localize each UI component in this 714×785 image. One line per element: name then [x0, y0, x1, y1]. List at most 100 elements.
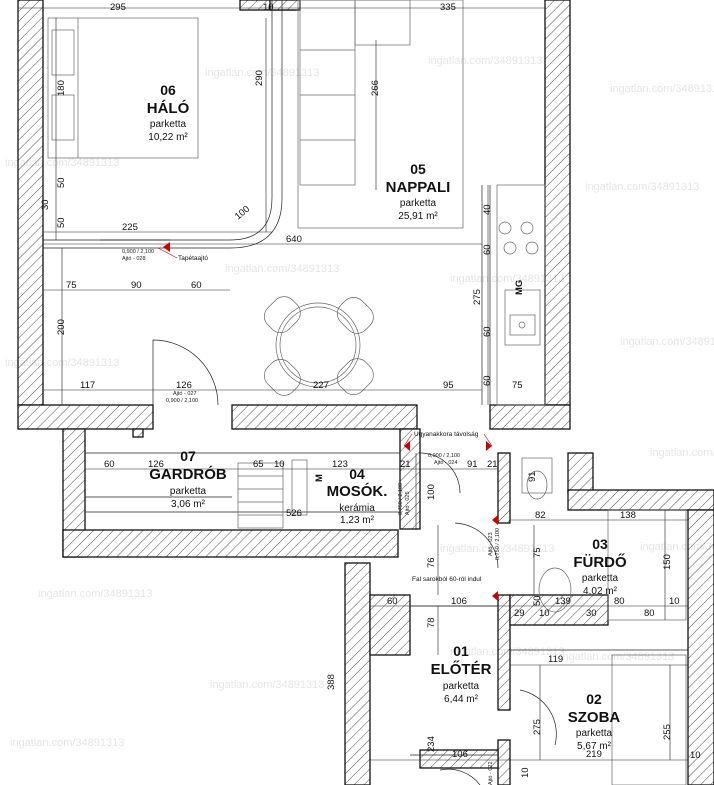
dimension-label: 10: [520, 767, 531, 778]
room-nappali: 05 NAPPALI parketta 25,91 m²: [386, 161, 451, 222]
dimension-label: 219: [586, 749, 602, 760]
dimension-label: 138: [620, 510, 636, 521]
door-025: [454, 522, 499, 569]
dimension-label: 106: [451, 596, 467, 607]
dimension-label: 295: [110, 2, 126, 13]
dimension-label: 21: [487, 459, 498, 470]
dimension-label: 75: [532, 547, 543, 558]
falsarok-note: Fal sarokból 60-ról indul: [412, 576, 482, 583]
room-furdo: 03 FÜRDŐ parketta 4,02 m²: [573, 536, 627, 597]
watermark: ingatlan.com/34891313: [610, 83, 714, 95]
room-number: 04: [349, 466, 365, 482]
dimension-label: 275: [532, 719, 543, 735]
dimension-label: 117: [80, 380, 95, 391]
room-material: parketta: [582, 573, 619, 584]
dimension-label: 227: [313, 380, 329, 391]
m-label: M: [314, 474, 325, 482]
room-material: parketta: [576, 728, 613, 739]
walls: [17, 0, 714, 785]
dimension-label: 10: [263, 2, 274, 13]
wall-entry-south: [419, 749, 499, 769]
dimension-label: 21: [400, 459, 411, 470]
room-area: 4,02 m²: [583, 586, 618, 597]
dimension-label: 10: [274, 459, 285, 470]
dimension-label: 640: [286, 234, 302, 245]
room-area: 10,22 m²: [148, 132, 188, 143]
dimension-label: 106: [452, 749, 468, 760]
watermark: ingatlan.com/34891313: [620, 336, 714, 348]
room-number: 07: [180, 448, 196, 464]
door-label: Ajtó - 024: [434, 460, 458, 466]
room-number: 06: [160, 82, 176, 98]
door-label: 0,900 / 2,100: [166, 398, 198, 404]
dimension-labels: 295 10 335 180 290 266 50 50 30 225 100 …: [40, 2, 701, 778]
chair: [336, 358, 374, 396]
room-name: NAPPALI: [386, 179, 451, 196]
door-024: [419, 452, 461, 494]
wall-south-mid: [231, 404, 418, 430]
wall-entry-east-lower: [497, 739, 511, 785]
dimension-label: 30: [586, 608, 597, 619]
watermark: ingatlan.com/34891313: [38, 588, 152, 600]
watermark: ingatlan.com/34891313: [440, 543, 554, 555]
dimension-label: 126: [176, 380, 192, 391]
room-area: 5,67 m²: [577, 741, 612, 752]
wall-south-left: [17, 404, 154, 430]
wall-bath-north: [567, 489, 714, 511]
room-number: 05: [410, 161, 426, 177]
dimension-label: 180: [56, 80, 67, 96]
door-022: [519, 689, 557, 746]
room-szoba: 02 SZOBA parketta 5,67 m²: [568, 691, 621, 752]
watermark: ingatlan.com/34891313: [225, 263, 339, 275]
annotations: MG M Tapétaajtó Ugyanakkora távolság Fal…: [122, 242, 525, 785]
wall-entry-east: [497, 594, 511, 711]
watermark: ingatlan.com/34891313: [450, 646, 564, 658]
dimension-label: 119: [548, 654, 563, 665]
room-material: parketta: [170, 486, 207, 497]
room-number: 03: [592, 536, 608, 552]
dimension-label: 60: [104, 459, 115, 470]
watermark: ingatlan.com/34891313: [650, 447, 714, 459]
dimension-label: 10: [539, 608, 550, 619]
wall-south-right: [489, 404, 571, 430]
room-area: 6,44 m²: [444, 694, 479, 705]
dimension-label: 60: [387, 596, 398, 607]
doors: [100, 239, 557, 785]
watermark: ingatlan.com/34891313: [205, 67, 319, 79]
dimension-label: 80: [614, 596, 625, 607]
wall-east-upper: [544, 0, 571, 406]
dimension-label: 91: [527, 471, 538, 482]
door-label: 0,900 / 2,100: [122, 249, 154, 255]
dimension-label: 82: [535, 510, 546, 521]
dimension-label: 150: [662, 554, 673, 570]
sofa-area: [297, 0, 464, 229]
room-name: HÁLÓ: [147, 99, 190, 117]
mg-label: MG: [514, 280, 525, 295]
wall-east-lower: [687, 509, 714, 785]
room-material: parketta: [443, 681, 480, 692]
watermark: ingatlan.com/34891313: [10, 737, 124, 749]
dimension-label: 50: [56, 217, 67, 228]
room-eloter: 01 ELŐTÉR parketta 6,44 m²: [431, 643, 492, 705]
room-mosok: 04 MOSÓK. kerámia 1,23 m²: [327, 466, 388, 526]
watermark: ingatlan.com/34891313: [210, 679, 324, 691]
watermark: ingatlan.com/34891313: [450, 273, 564, 285]
dining-table: [275, 302, 361, 388]
dimension-lines: [18, 7, 688, 761]
room-material: parketta: [400, 198, 437, 209]
dimension-label: 335: [440, 2, 456, 13]
dimension-label: 225: [122, 222, 138, 233]
dimension-label: 388: [326, 674, 337, 690]
watermark: ingatlan.com/34891313: [5, 357, 119, 369]
door-label: 0,900 / 2,100: [428, 453, 460, 459]
dimension-label: 60: [191, 280, 202, 291]
dimension-label: 100: [426, 484, 437, 500]
room-haló: 06 HÁLÓ parketta 10,22 m²: [147, 82, 190, 143]
furniture: [47, 0, 539, 396]
dimension-label: 91: [467, 459, 478, 470]
door-027: [152, 339, 219, 406]
room-material: parketta: [150, 119, 187, 130]
dimension-label: 200: [56, 319, 67, 335]
wall-mosok-east: [497, 452, 511, 524]
